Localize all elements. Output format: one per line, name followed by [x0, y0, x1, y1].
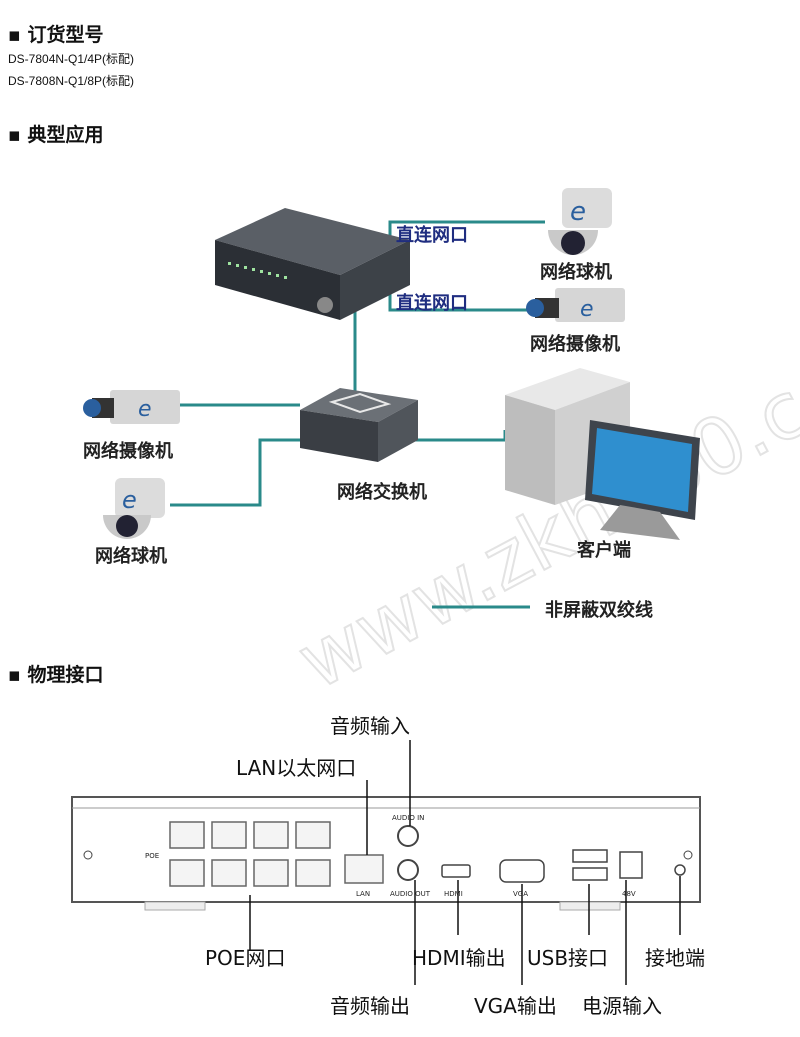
dome-camera-top-icon: e — [548, 188, 612, 255]
ground-terminal — [674, 864, 686, 876]
application-title: 典型应用 — [27, 124, 104, 146]
panel-text-power: 48V — [622, 890, 636, 898]
vga-port — [499, 859, 545, 883]
label-audio-in: 音频输入 — [330, 714, 410, 738]
model-line-2: DS-7808N-Q1/8P(标配) — [8, 74, 135, 88]
label-lan: LAN以太网口 — [236, 756, 357, 780]
panel-text-audio-out: AUDIO OUT — [390, 890, 431, 898]
usb-port-2 — [572, 867, 608, 881]
interface-section-title: ▪ 物理接口 — [8, 664, 104, 686]
label-ground: 接地端 — [645, 946, 705, 970]
order-section-title: ▪ 订货型号 — [8, 24, 104, 46]
label-power: 电源输入 — [582, 994, 662, 1018]
label-direct-port-2: 直连网口 — [396, 293, 468, 314]
nvr-device — [215, 208, 410, 320]
hdmi-port — [441, 864, 471, 878]
audio-in-port — [397, 825, 419, 847]
label-dome-camera-left: 网络球机 — [95, 546, 167, 567]
panel-text-lan: LAN — [356, 890, 370, 898]
label-audio-out: 音频输出 — [330, 994, 410, 1018]
box-camera-top-icon: e — [526, 288, 625, 322]
poe-ports — [169, 821, 331, 887]
power-port — [619, 851, 643, 879]
panel-text-vga: VGA — [513, 890, 528, 898]
label-client: 客户端 — [577, 540, 631, 561]
panel-text-audio-in: AUDIO IN — [392, 814, 424, 822]
leader-lines — [249, 740, 681, 985]
client-pc-icon — [505, 368, 700, 540]
label-switch: 网络交换机 — [337, 482, 427, 503]
cable-lines — [170, 220, 545, 609]
svg-text:e: e — [122, 486, 137, 514]
svg-text:e: e — [580, 297, 594, 322]
model-line-1: DS-7804N-Q1/4P(标配) — [8, 52, 135, 66]
label-direct-port-1: 直连网口 — [396, 225, 468, 246]
svg-text:e: e — [138, 397, 152, 422]
label-box-camera-left: 网络摄像机 — [83, 441, 173, 462]
order-title: 订货型号 — [27, 24, 104, 46]
usb-port-1 — [572, 849, 608, 863]
label-hdmi: HDMI输出 — [412, 946, 506, 970]
legend-label: 非屏蔽双绞线 — [545, 600, 653, 621]
audio-out-port — [397, 859, 419, 881]
lan-port — [344, 854, 384, 884]
label-dome-camera-top: 网络球机 — [540, 262, 612, 283]
label-box-camera-top: 网络摄像机 — [530, 334, 620, 355]
label-vga: VGA输出 — [474, 994, 557, 1018]
label-poe: POE网口 — [205, 946, 286, 970]
label-usb: USB接口 — [527, 946, 609, 970]
dome-camera-left-icon: e — [103, 478, 165, 539]
panel-text-hdmi: HDMI — [444, 890, 463, 898]
application-section-title: ▪ 典型应用 — [8, 124, 104, 146]
svg-text:e: e — [570, 197, 586, 227]
switch-icon — [300, 388, 418, 462]
panel-text-poe: POE — [145, 852, 159, 860]
box-camera-left-icon: e — [83, 390, 180, 424]
interface-title: 物理接口 — [27, 664, 104, 686]
